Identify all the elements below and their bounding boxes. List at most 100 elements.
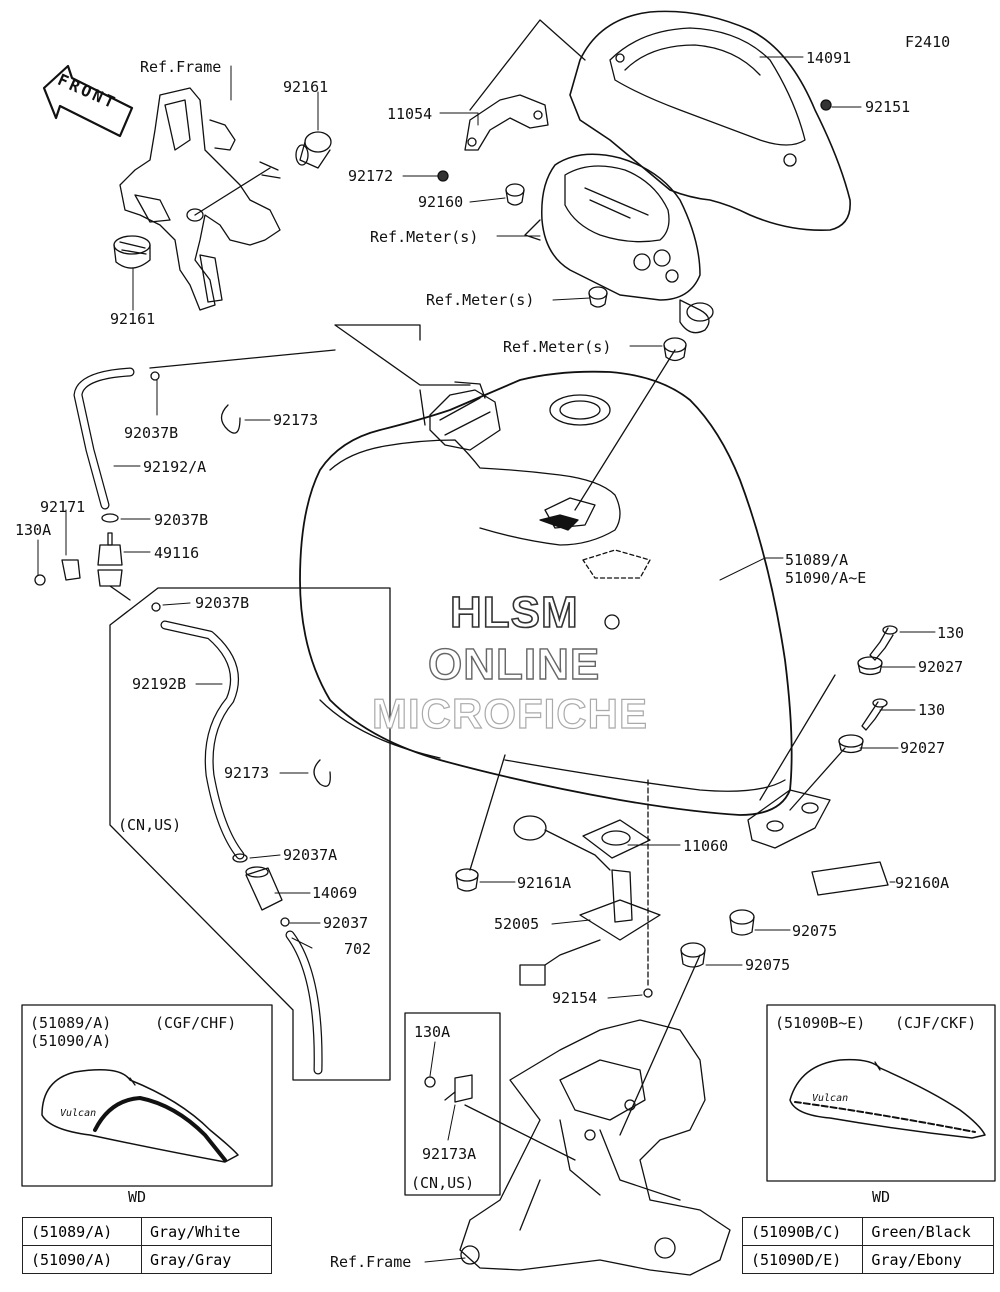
- callout-cn-us-2: (CN,US): [411, 1174, 475, 1192]
- valve-49116-part: [97, 513, 131, 601]
- screw-92172-part: [437, 170, 449, 182]
- leader-lines: [334, 324, 471, 386]
- inset-right-variant: (CJF/CKF): [895, 1014, 977, 1032]
- table-cell-code: (51090B/C): [741, 1217, 864, 1246]
- callout-130-1[interactable]: 130: [937, 624, 965, 642]
- hose-702-part: [285, 930, 323, 1075]
- callout-ref-frame-top[interactable]: Ref.Frame: [140, 58, 222, 76]
- callout-14069[interactable]: 14069: [312, 884, 358, 902]
- callout-92037A[interactable]: 92037A: [283, 846, 338, 864]
- callout-52005[interactable]: 52005: [494, 915, 540, 933]
- grommet-92161A-part: [455, 868, 479, 892]
- table-cell-color: Gray/Gray: [141, 1245, 272, 1274]
- inset-right-tank-logo: Vulcan: [812, 1093, 849, 1104]
- callout-92075-2[interactable]: 92075: [745, 956, 791, 974]
- table-row: (51090D/E) Gray/Ebony: [741, 1245, 994, 1274]
- damper-92075-b-part: [680, 942, 706, 968]
- damper-92075-a-part: [729, 909, 755, 936]
- watermark-line1: HLSM: [449, 587, 579, 638]
- inset-right-tank-part: [789, 1058, 986, 1139]
- callout-92173-2[interactable]: 92173: [224, 764, 270, 782]
- color-table-left: (51089/A) Gray/White (51090/A) Gray/Gray: [21, 1217, 272, 1274]
- callout-51089A[interactable]: 51089/A: [785, 551, 849, 569]
- bolt-130-a-part: [869, 625, 898, 661]
- table-cell-code: (51089/A): [21, 1217, 143, 1246]
- hose-92192A-part: [73, 367, 135, 510]
- callout-11054[interactable]: 11054: [387, 105, 433, 123]
- callout-92037B-2[interactable]: 92037B: [154, 511, 209, 529]
- speedometer-part: [524, 153, 714, 334]
- pad-92160A-part: [811, 861, 889, 896]
- callout-92192B[interactable]: 92192B: [132, 675, 187, 693]
- callout-92161A[interactable]: 92161A: [517, 874, 572, 892]
- leader-line-hose: [149, 349, 336, 369]
- callout-92027-2[interactable]: 92027: [900, 739, 946, 757]
- screw-92151-part: [820, 99, 832, 111]
- callout-130A-left[interactable]: 130A: [15, 521, 52, 539]
- callout-92037[interactable]: 92037: [323, 914, 369, 932]
- callout-14091[interactable]: 14091: [806, 49, 852, 67]
- hose-92192B-part: [160, 620, 245, 860]
- inset-left-variant: (CGF/CHF): [155, 1014, 237, 1032]
- callout-92173-1[interactable]: 92173: [273, 411, 319, 429]
- leader-bolts: [619, 674, 846, 1136]
- table-row: (51090B/C) Green/Black: [741, 1217, 994, 1246]
- callout-92173A[interactable]: 92173A: [422, 1145, 477, 1163]
- washer-92027-a-part: [857, 656, 883, 676]
- callout-92075-1[interactable]: 92075: [792, 922, 838, 940]
- filter-14069-part: [245, 866, 283, 911]
- front-arrow-icon: [42, 64, 134, 138]
- callout-ref-meter-3[interactable]: Ref.Meter(s): [503, 338, 612, 356]
- grommet-meter-b-part: [663, 337, 687, 362]
- callout-130A-box[interactable]: 130A: [414, 1023, 451, 1041]
- callout-702[interactable]: 702: [344, 940, 372, 958]
- callout-92161-bottom[interactable]: 92161: [110, 310, 156, 328]
- callout-cn-us-1: (CN,US): [118, 816, 182, 834]
- tank-bracket-part: [747, 789, 831, 849]
- bracket-92171-part: [34, 559, 81, 586]
- callout-ref-meter-2[interactable]: Ref.Meter(s): [426, 291, 535, 309]
- inset-right-box: [766, 1004, 996, 1182]
- table-row: (51089/A) Gray/White: [21, 1217, 272, 1246]
- cn-us-clamp-box: [404, 1012, 501, 1196]
- table-row: (51090/A) Gray/Gray: [21, 1245, 272, 1274]
- fuel-pump-52005-part: [513, 815, 661, 986]
- cap-92161-top-part: [295, 131, 332, 169]
- callout-ref-meter-1[interactable]: Ref.Meter(s): [370, 228, 479, 246]
- callout-51090AE[interactable]: 51090/A~E: [785, 569, 867, 587]
- inset-right-caption: WD: [872, 1188, 891, 1206]
- callout-92160A[interactable]: 92160A: [895, 874, 950, 892]
- table-cell-color: Gray/White: [141, 1217, 272, 1246]
- grommet-meter-a-part: [588, 286, 608, 308]
- callout-92151[interactable]: 92151: [865, 98, 911, 116]
- inset-left-tank-logo: Vulcan: [60, 1108, 97, 1119]
- table-cell-code: (51090/A): [21, 1245, 143, 1274]
- callout-92172[interactable]: 92172: [348, 167, 394, 185]
- frame-headstock-part: [119, 87, 281, 311]
- bolt-92154-part: [643, 779, 653, 998]
- callout-92037B-1[interactable]: 92037B: [124, 424, 179, 442]
- callout-92154[interactable]: 92154: [552, 989, 598, 1007]
- clamp-92037B-c-part: [151, 602, 161, 612]
- callout-92192A[interactable]: 92192/A: [143, 458, 207, 476]
- callout-92027-1[interactable]: 92027: [918, 658, 964, 676]
- color-table-right: (51090B/C) Green/Black (51090D/E) Gray/E…: [741, 1217, 994, 1274]
- callout-11060[interactable]: 11060: [683, 837, 729, 855]
- callout-49116[interactable]: 49116: [154, 544, 200, 562]
- callout-130-2[interactable]: 130: [918, 701, 946, 719]
- inset-right-code: (51090B~E): [775, 1014, 866, 1032]
- callout-92160[interactable]: 92160: [418, 193, 464, 211]
- inset-left-code2: (51090/A): [30, 1032, 112, 1050]
- clamp-92037A-part: [232, 853, 248, 863]
- callout-92037B-3[interactable]: 92037B: [195, 594, 250, 612]
- meter-cover-14091-part: [569, 10, 851, 232]
- washer-92027-b-part: [838, 734, 864, 754]
- watermark-line2: ONLINE: [427, 639, 601, 689]
- leader-lines-labels: [37, 56, 936, 1263]
- clamp-92037-part: [280, 917, 290, 927]
- callout-92171[interactable]: 92171: [40, 498, 86, 516]
- bolt-130-b-part: [861, 698, 888, 731]
- callout-92161-top[interactable]: 92161: [283, 78, 329, 96]
- callout-ref-frame-bottom[interactable]: Ref.Frame: [330, 1253, 412, 1271]
- table-cell-code: (51090D/E): [741, 1245, 864, 1274]
